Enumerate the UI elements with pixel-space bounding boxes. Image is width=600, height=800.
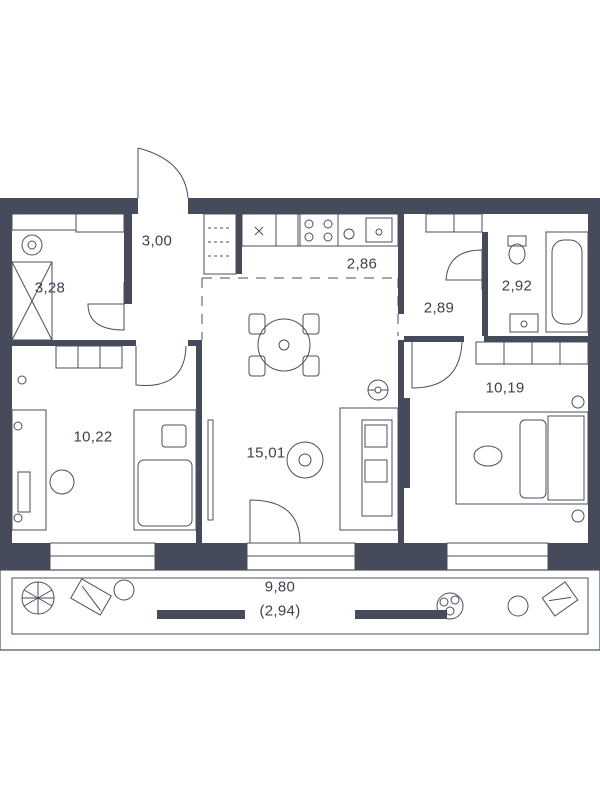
room-area-shower: 3,28 (34, 279, 66, 297)
sofa-icon (339, 407, 399, 531)
steering-wheel-icon (367, 379, 389, 401)
room-area-corridor: 2,89 (423, 299, 455, 317)
desk-icon (11, 375, 75, 531)
doors (87, 147, 483, 544)
balcony (0, 569, 600, 651)
toilet-icon (507, 235, 527, 265)
plant-icon (436, 592, 464, 620)
wardrobe-icon (55, 345, 123, 369)
room-area-bathroom: 2,92 (501, 277, 533, 295)
room-area-bedroom-right: 10,19 (485, 379, 525, 397)
kitchen-stove-icon (241, 213, 399, 247)
kitchen-sink-icon (365, 217, 393, 243)
wardrobe-icon (475, 341, 589, 365)
room-area-hall: 3,00 (141, 232, 173, 250)
room-area-bedroom-left: 10,22 (73, 428, 113, 446)
deck-chair-icon (70, 578, 135, 616)
deck-chair-icon (507, 581, 579, 617)
room-area-living: 15,01 (246, 444, 286, 462)
bathtub-icon (545, 231, 589, 333)
room-area-kitchen: 2,86 (346, 255, 378, 273)
single-bed-icon (133, 409, 197, 531)
double-bed-icon (455, 395, 589, 523)
tv-icon (207, 419, 214, 521)
plant-icon (21, 581, 55, 615)
bathroom-cabinet (425, 213, 483, 233)
windows (49, 542, 549, 571)
room-area-balcony: 9,80 (264, 578, 296, 596)
dining-table-icon (248, 313, 320, 377)
shower-icon (11, 213, 125, 341)
room-area-balcony-reduced: (2,94) (259, 602, 301, 620)
washbasin-icon (509, 313, 539, 333)
walls (0, 198, 600, 570)
kitchen-spark (254, 226, 264, 236)
wardrobe-icon (203, 213, 237, 275)
side-table-icon (286, 441, 324, 479)
kitchen-boundary (201, 277, 399, 340)
